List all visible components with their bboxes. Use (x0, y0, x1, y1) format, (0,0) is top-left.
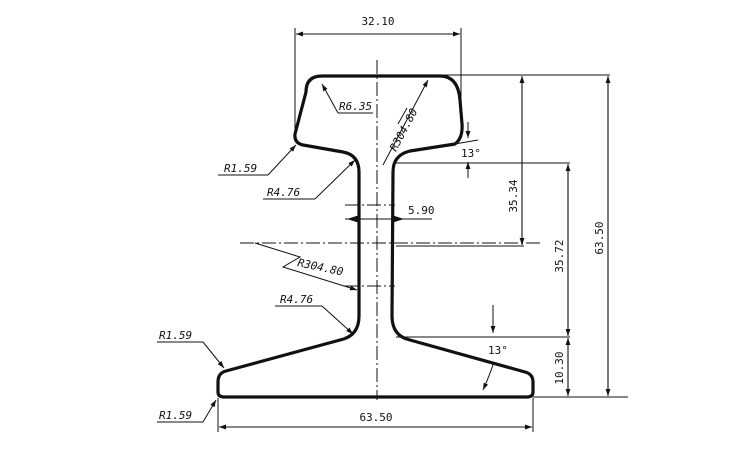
base-width-label: 63.50 (359, 411, 392, 424)
base-bottom-radius-label: R1.59 (159, 409, 192, 422)
head-crown-radius-leader (382, 79, 429, 166)
head-fillet-radius-label: R4.76 (267, 186, 300, 199)
web-height-label: 35.72 (553, 239, 566, 272)
base-height-label: 10.30 (553, 351, 566, 384)
base-fillet-radius-leader (321, 305, 354, 335)
head-edge-radius-label: R1.59 (224, 162, 257, 175)
head-edge-radius-leader (267, 144, 297, 176)
base-angle-arc (482, 361, 495, 391)
rail-profile-outline (216, 74, 535, 399)
base-bottom-radius-leader (202, 399, 217, 423)
web-radius-label: R304.80 (296, 256, 344, 278)
head-angle-guide (454, 139, 479, 145)
web-thickness-arrow-left (347, 215, 358, 223)
head-angle-label: 13° (461, 147, 481, 160)
web-thickness-arrow-right (393, 215, 404, 223)
head-corner-radius-label: R6.35 (339, 100, 372, 113)
total-height-label: 63.50 (593, 221, 606, 254)
base-fillet-radius-label: R4.76 (280, 293, 313, 306)
head-corner-radius-leader (321, 83, 339, 114)
web-thickness-label: 5.90 (408, 204, 435, 217)
base-top-radius-label: R1.59 (159, 329, 192, 342)
base-angle-label: 13° (488, 344, 508, 357)
base-top-radius-leader (202, 341, 225, 369)
head-fillet-radius-leader (314, 159, 356, 200)
head-height-label: 35.34 (507, 179, 520, 212)
web-radius-leader (254, 242, 358, 291)
head-width-label: 32.10 (361, 15, 394, 28)
head-crown-radius-leader-tick (397, 107, 408, 125)
